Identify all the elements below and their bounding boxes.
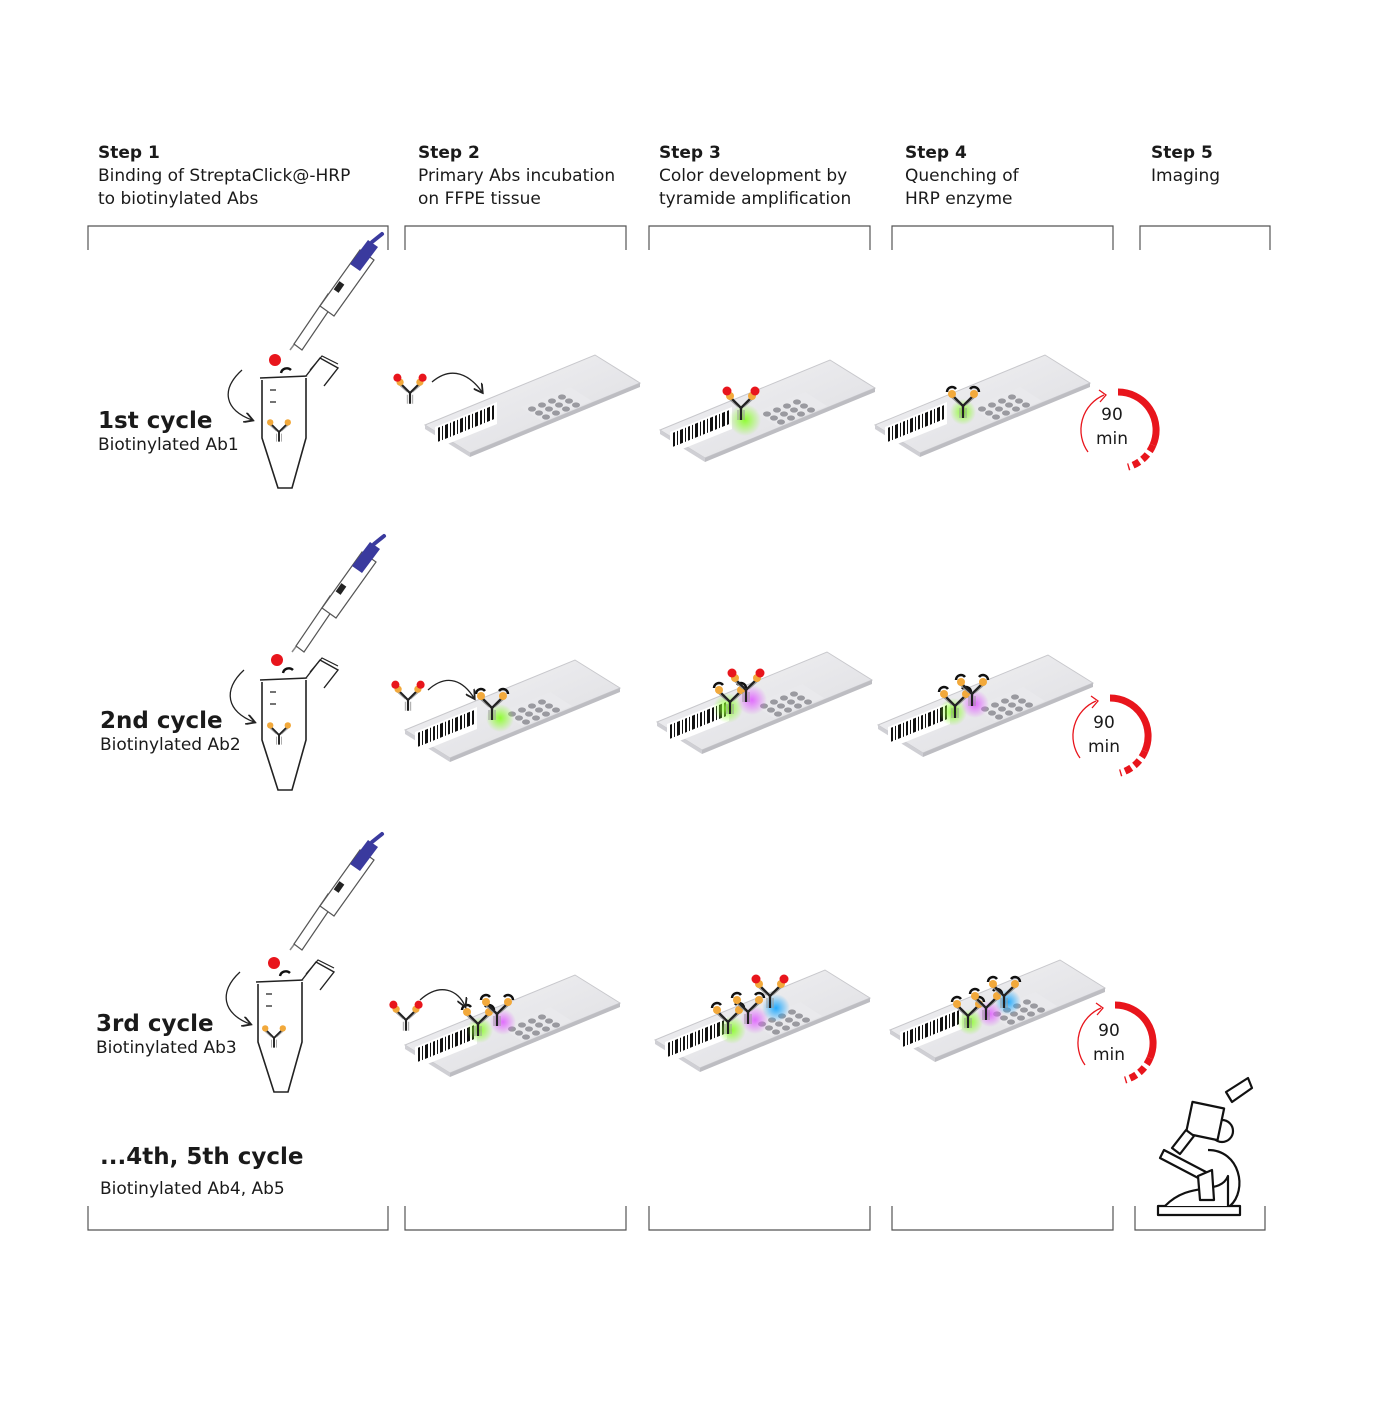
- cycle-2-title: 2nd cycle: [100, 708, 223, 734]
- hrp-drop-icon: [271, 654, 283, 666]
- slide-icon: [874, 354, 1091, 458]
- timer-2-unit: min: [1087, 737, 1121, 757]
- bracket-step-5-bottom: [1134, 1206, 1266, 1231]
- antibody-icon: [391, 681, 424, 711]
- bracket-step-4-bottom: [891, 1206, 1114, 1231]
- cycle-3-step-4: [889, 959, 1153, 1080]
- timer-2-value: 90: [1093, 713, 1115, 733]
- pipette-icon: [290, 534, 386, 654]
- step-4-description: Quenching of HRP enzyme: [905, 166, 1019, 209]
- timer-2-label: 90 min: [1079, 711, 1129, 759]
- timer-3-value: 90: [1098, 1021, 1120, 1041]
- slide-icon: [424, 354, 641, 458]
- cycle-3-subtitle: Biotinylated Ab3: [96, 1038, 237, 1058]
- cycle-3-step-2: [389, 974, 621, 1078]
- timer-3-unit: min: [1092, 1045, 1126, 1065]
- step-1-header: Step 1 Binding of StreptaClick@-HRP to b…: [98, 142, 350, 211]
- cycle-3-label: 3rd cycle Biotinylated Ab3: [96, 1011, 237, 1059]
- cycle-4-5-subtitle: Biotinylated Ab4, Ab5: [100, 1179, 285, 1199]
- step-2-description: Primary Abs incubation on FFPE tissue: [418, 166, 616, 209]
- bracket-step-1-top: [87, 225, 389, 250]
- cycle-1-label: 1st cycle Biotinylated Ab1: [98, 408, 239, 456]
- cycle-1-subtitle: Biotinylated Ab1: [98, 435, 239, 455]
- step-2-header: Step 2 Primary Abs incubation on FFPE ti…: [418, 142, 615, 211]
- cycle-1-step-4: [874, 354, 1156, 467]
- cycle-2-step-3: [656, 651, 873, 755]
- timer-1-unit: min: [1095, 429, 1129, 449]
- slide-icon: [404, 659, 621, 763]
- slide-icon: [659, 359, 876, 463]
- cycle-2-step-1: [229, 534, 386, 791]
- cycle-1-step-3: [659, 359, 876, 463]
- step-3-header: Step 3 Color development by tyramide amp…: [659, 142, 851, 211]
- step-1-title: Step 1: [98, 143, 160, 163]
- hrp-drop-icon: [269, 354, 281, 366]
- pipette-icon: [288, 232, 384, 352]
- cycle-2-step-2: [391, 659, 621, 763]
- cycle-1-title: 1st cycle: [98, 408, 213, 434]
- bottom-brackets: [87, 1206, 1266, 1231]
- cycle-2-label: 2nd cycle Biotinylated Ab2: [100, 708, 241, 756]
- antibody-icon: [393, 374, 426, 404]
- step-2-title: Step 2: [418, 143, 480, 163]
- bracket-step-4-top: [891, 225, 1114, 250]
- step-4-header: Step 4 Quenching of HRP enzyme: [905, 142, 1019, 211]
- cycle-3-step-3: [654, 969, 871, 1073]
- cycle-4-5-label: ...4th, 5th cycle Biotinylated Ab4, Ab5: [100, 1144, 303, 1200]
- cycle-2-step-4: [877, 654, 1148, 773]
- timer-1-label: 90 min: [1087, 403, 1137, 451]
- cycle-4-5-title: ...4th, 5th cycle: [100, 1144, 304, 1170]
- step-4-title: Step 4: [905, 143, 967, 163]
- tube-icon: [255, 959, 335, 1093]
- cycle-1-step-2: [393, 354, 641, 458]
- cycle-3-step-1: [225, 832, 384, 1093]
- cycle-3-title: 3rd cycle: [96, 1011, 214, 1037]
- bracket-step-1-bottom: [87, 1206, 389, 1231]
- step-5-header: Step 5 Imaging: [1151, 142, 1220, 188]
- cycle-1-step-1: [227, 232, 384, 489]
- hrp-drop-icon: [268, 957, 280, 969]
- pipette-icon: [288, 832, 384, 952]
- microscope-icon: [1156, 1076, 1254, 1217]
- step-3-description: Color development by tyramide amplificat…: [659, 166, 852, 209]
- step-3-title: Step 3: [659, 143, 721, 163]
- antibody-icon: [389, 1001, 422, 1031]
- bracket-step-3-top: [648, 225, 871, 250]
- bracket-step-5-top: [1139, 225, 1271, 250]
- bracket-step-2-bottom: [404, 1206, 627, 1231]
- step-5-description: Imaging: [1151, 166, 1221, 186]
- timer-1-value: 90: [1101, 405, 1123, 425]
- top-brackets: [87, 225, 1271, 250]
- timer-3-label: 90 min: [1084, 1019, 1134, 1067]
- cycle-2-subtitle: Biotinylated Ab2: [100, 735, 241, 755]
- bracket-step-3-bottom: [648, 1206, 871, 1231]
- step-5-title: Step 5: [1151, 143, 1213, 163]
- step-1-description: Binding of StreptaClick@-HRP to biotinyl…: [98, 166, 351, 209]
- bracket-step-2-top: [404, 225, 627, 250]
